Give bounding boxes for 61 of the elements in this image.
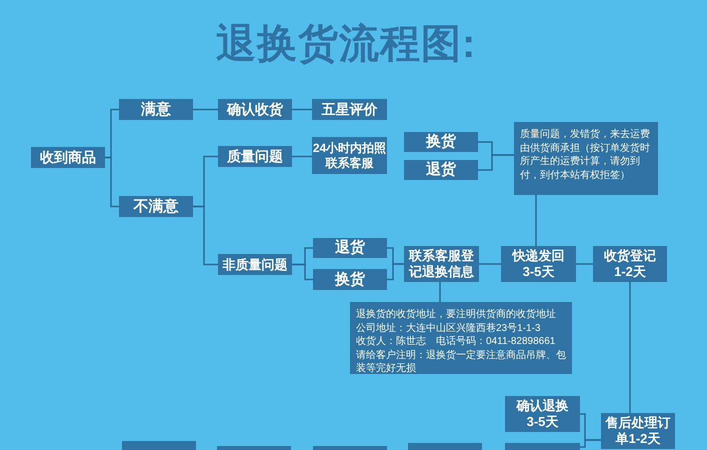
connector-line (439, 282, 441, 302)
process-box (217, 446, 291, 450)
node-label: 换货 (426, 133, 456, 151)
node-label: 退货 (335, 239, 365, 257)
note-box (350, 302, 572, 374)
note-text: 请给客户注明：退换货一定要注意商品吊牌、包装等完好无损 (356, 348, 566, 376)
process-box (119, 196, 193, 217)
process-box (312, 99, 387, 120)
process-box (313, 238, 387, 258)
node-label: 售后处理订单1-2天 (604, 415, 672, 447)
note-text: 收货人：陈世志 电话号码：0411-82898661 (356, 335, 556, 348)
node-label: 满意 (141, 100, 171, 118)
process-box (501, 246, 576, 282)
connector-line (193, 108, 218, 110)
process-box (313, 446, 387, 450)
connector-line (478, 154, 514, 171)
node-label: 五星评价 (322, 101, 378, 118)
node-label: 确认退换 (516, 398, 568, 414)
node-label: 退货 (426, 161, 456, 179)
connector-line (387, 263, 404, 280)
process-box (593, 246, 667, 282)
node-label: 收到商品 (40, 149, 96, 166)
node-label: 收货登记 (604, 248, 656, 264)
process-box (31, 147, 105, 168)
process-box (408, 443, 482, 450)
node-label: 联系客服登记退换信息 (408, 248, 475, 280)
connector-line (292, 264, 313, 280)
node-label: 质量问题 (227, 148, 283, 165)
note-text: 质量问题，发错货，来去运费由供货商承担（按订单发货时所产生的运费计算，请勿到付，到付本站有权拒签） (520, 128, 651, 182)
node-label: 换货 (335, 270, 365, 288)
node-label: 快递发回 (512, 248, 564, 264)
connector-line (576, 263, 593, 265)
process-box (218, 254, 292, 275)
process-box (505, 443, 580, 450)
connector-line (105, 156, 119, 208)
node-label: 不满意 (134, 198, 178, 216)
process-box (122, 441, 196, 450)
process-box (505, 396, 580, 432)
node-label: 1-2天 (614, 264, 646, 280)
node-label: 确认收货 (227, 101, 283, 118)
connector-line (292, 156, 312, 158)
note-text: 公司地址：大连中山区兴隆西巷23号1-1-3 (356, 322, 542, 335)
process-box (404, 132, 478, 152)
process-box (218, 146, 292, 167)
connector-line (193, 206, 218, 266)
process-box (218, 99, 292, 120)
title: 退换货流程图: (216, 21, 476, 68)
node-label: 24小时内拍照联系客服 (312, 141, 387, 170)
connector-line (479, 263, 501, 265)
connector-line (292, 108, 312, 110)
process-box (119, 99, 193, 120)
node-label: 3-5天 (526, 414, 558, 430)
node-label: 3-5天 (522, 264, 554, 280)
process-box (404, 160, 478, 180)
connector-line (629, 282, 631, 413)
process-box (313, 269, 387, 290)
node-label: 非质量问题 (222, 256, 288, 272)
note-text: 退换货的收货地址，要注明供货商的收货地址 (356, 308, 557, 322)
connector-line (580, 439, 601, 448)
connector-line (535, 195, 537, 246)
note-box (514, 122, 658, 195)
